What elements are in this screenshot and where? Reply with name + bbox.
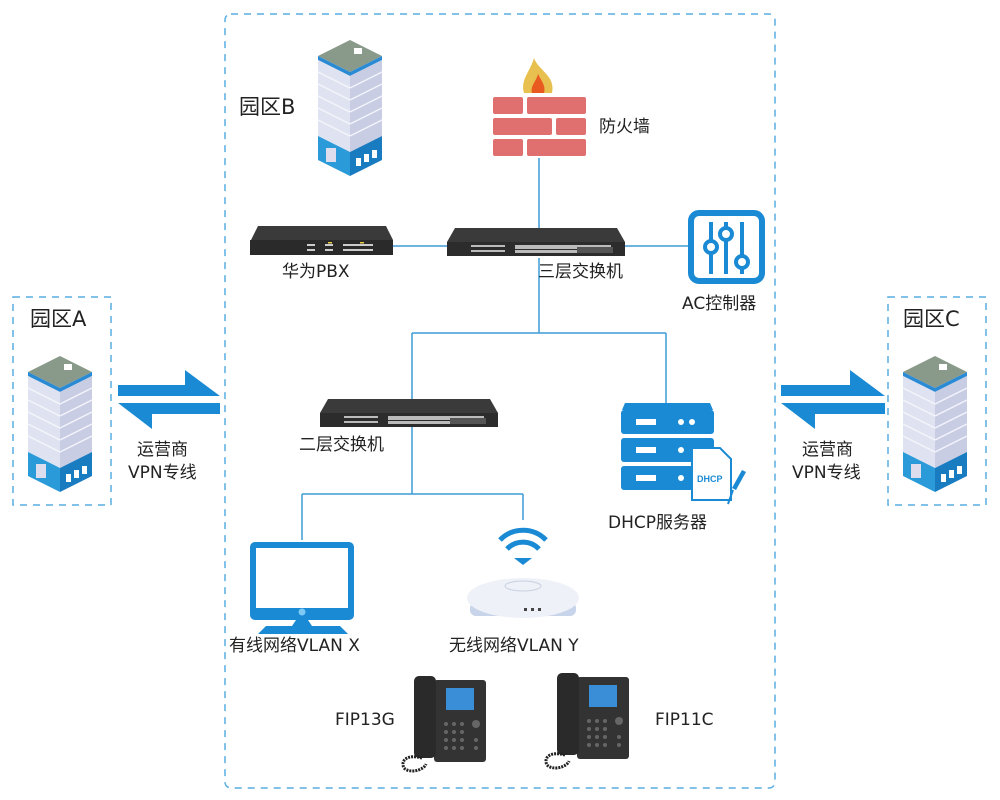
left-vpn-label-line1: 运营商 — [137, 440, 188, 460]
building-a-icon — [27, 355, 93, 493]
building-b-icon — [317, 39, 383, 177]
firewall-icon — [493, 58, 586, 156]
phone-fip13g-label: FIP13G — [335, 710, 395, 730]
l3-switch-label: 三层交换机 — [538, 262, 623, 282]
ac-controller-icon — [688, 210, 765, 284]
phone-fip11c-label: FIP11C — [655, 710, 714, 730]
wireless-ap-icon — [467, 578, 579, 618]
zone-c-border — [887, 296, 987, 506]
l2-switch-label: 二层交换机 — [299, 435, 384, 455]
wifi-icon — [498, 527, 548, 565]
zone-b-label: 园区B — [239, 95, 296, 119]
right-vpn-label-line2: VPN专线 — [792, 463, 861, 483]
left-vpn-arrows-icon — [118, 370, 220, 429]
right-vpn-arrows-icon — [781, 370, 885, 429]
zone-b-border — [224, 13, 776, 789]
dhcp-server-icon: DHCP — [621, 403, 746, 505]
left-vpn-label-line2: VPN专线 — [128, 463, 197, 483]
connection-lines — [301, 158, 690, 540]
dhcp-server-label: DHCP服务器 — [608, 513, 707, 533]
dhcp-badge: DHCP — [697, 474, 723, 484]
monitor-icon — [250, 542, 354, 634]
right-vpn-label-line1: 运营商 — [802, 440, 853, 460]
zone-a-label: 园区A — [30, 307, 87, 331]
zone-c-label: 园区C — [903, 307, 960, 331]
ac-controller-label: AC控制器 — [682, 294, 757, 314]
pbx-device-icon — [250, 226, 393, 255]
building-c-icon — [902, 355, 968, 493]
firewall-label: 防火墙 — [599, 117, 650, 137]
phone-fip11c-icon — [544, 671, 631, 770]
pbx-label: 华为PBX — [282, 262, 350, 282]
wireless-network-label: 无线网络VLAN Y — [449, 636, 579, 656]
phone-fip13g-icon — [401, 674, 488, 773]
l3-switch-icon — [447, 228, 625, 256]
l2-switch-icon — [320, 399, 498, 427]
wired-network-label: 有线网络VLAN X — [229, 636, 360, 656]
zone-a-border — [12, 296, 112, 506]
